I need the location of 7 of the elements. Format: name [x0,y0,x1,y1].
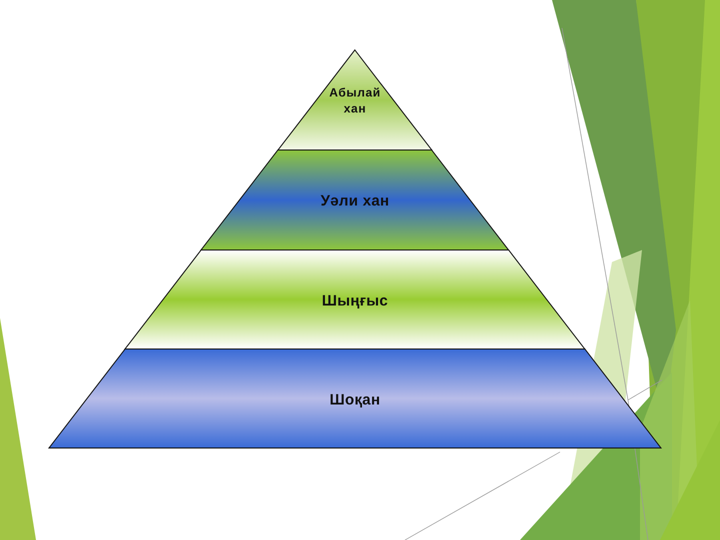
tier-label: Шоқан [330,390,380,410]
pyramid-tier [49,349,661,448]
pyramid-tier [125,250,585,349]
tier-label: Шыңғыс [322,290,388,310]
pyramid-tier [201,150,509,250]
tier-label: Абылай хан [328,85,382,117]
tier-label: Уәли хан [320,191,390,211]
